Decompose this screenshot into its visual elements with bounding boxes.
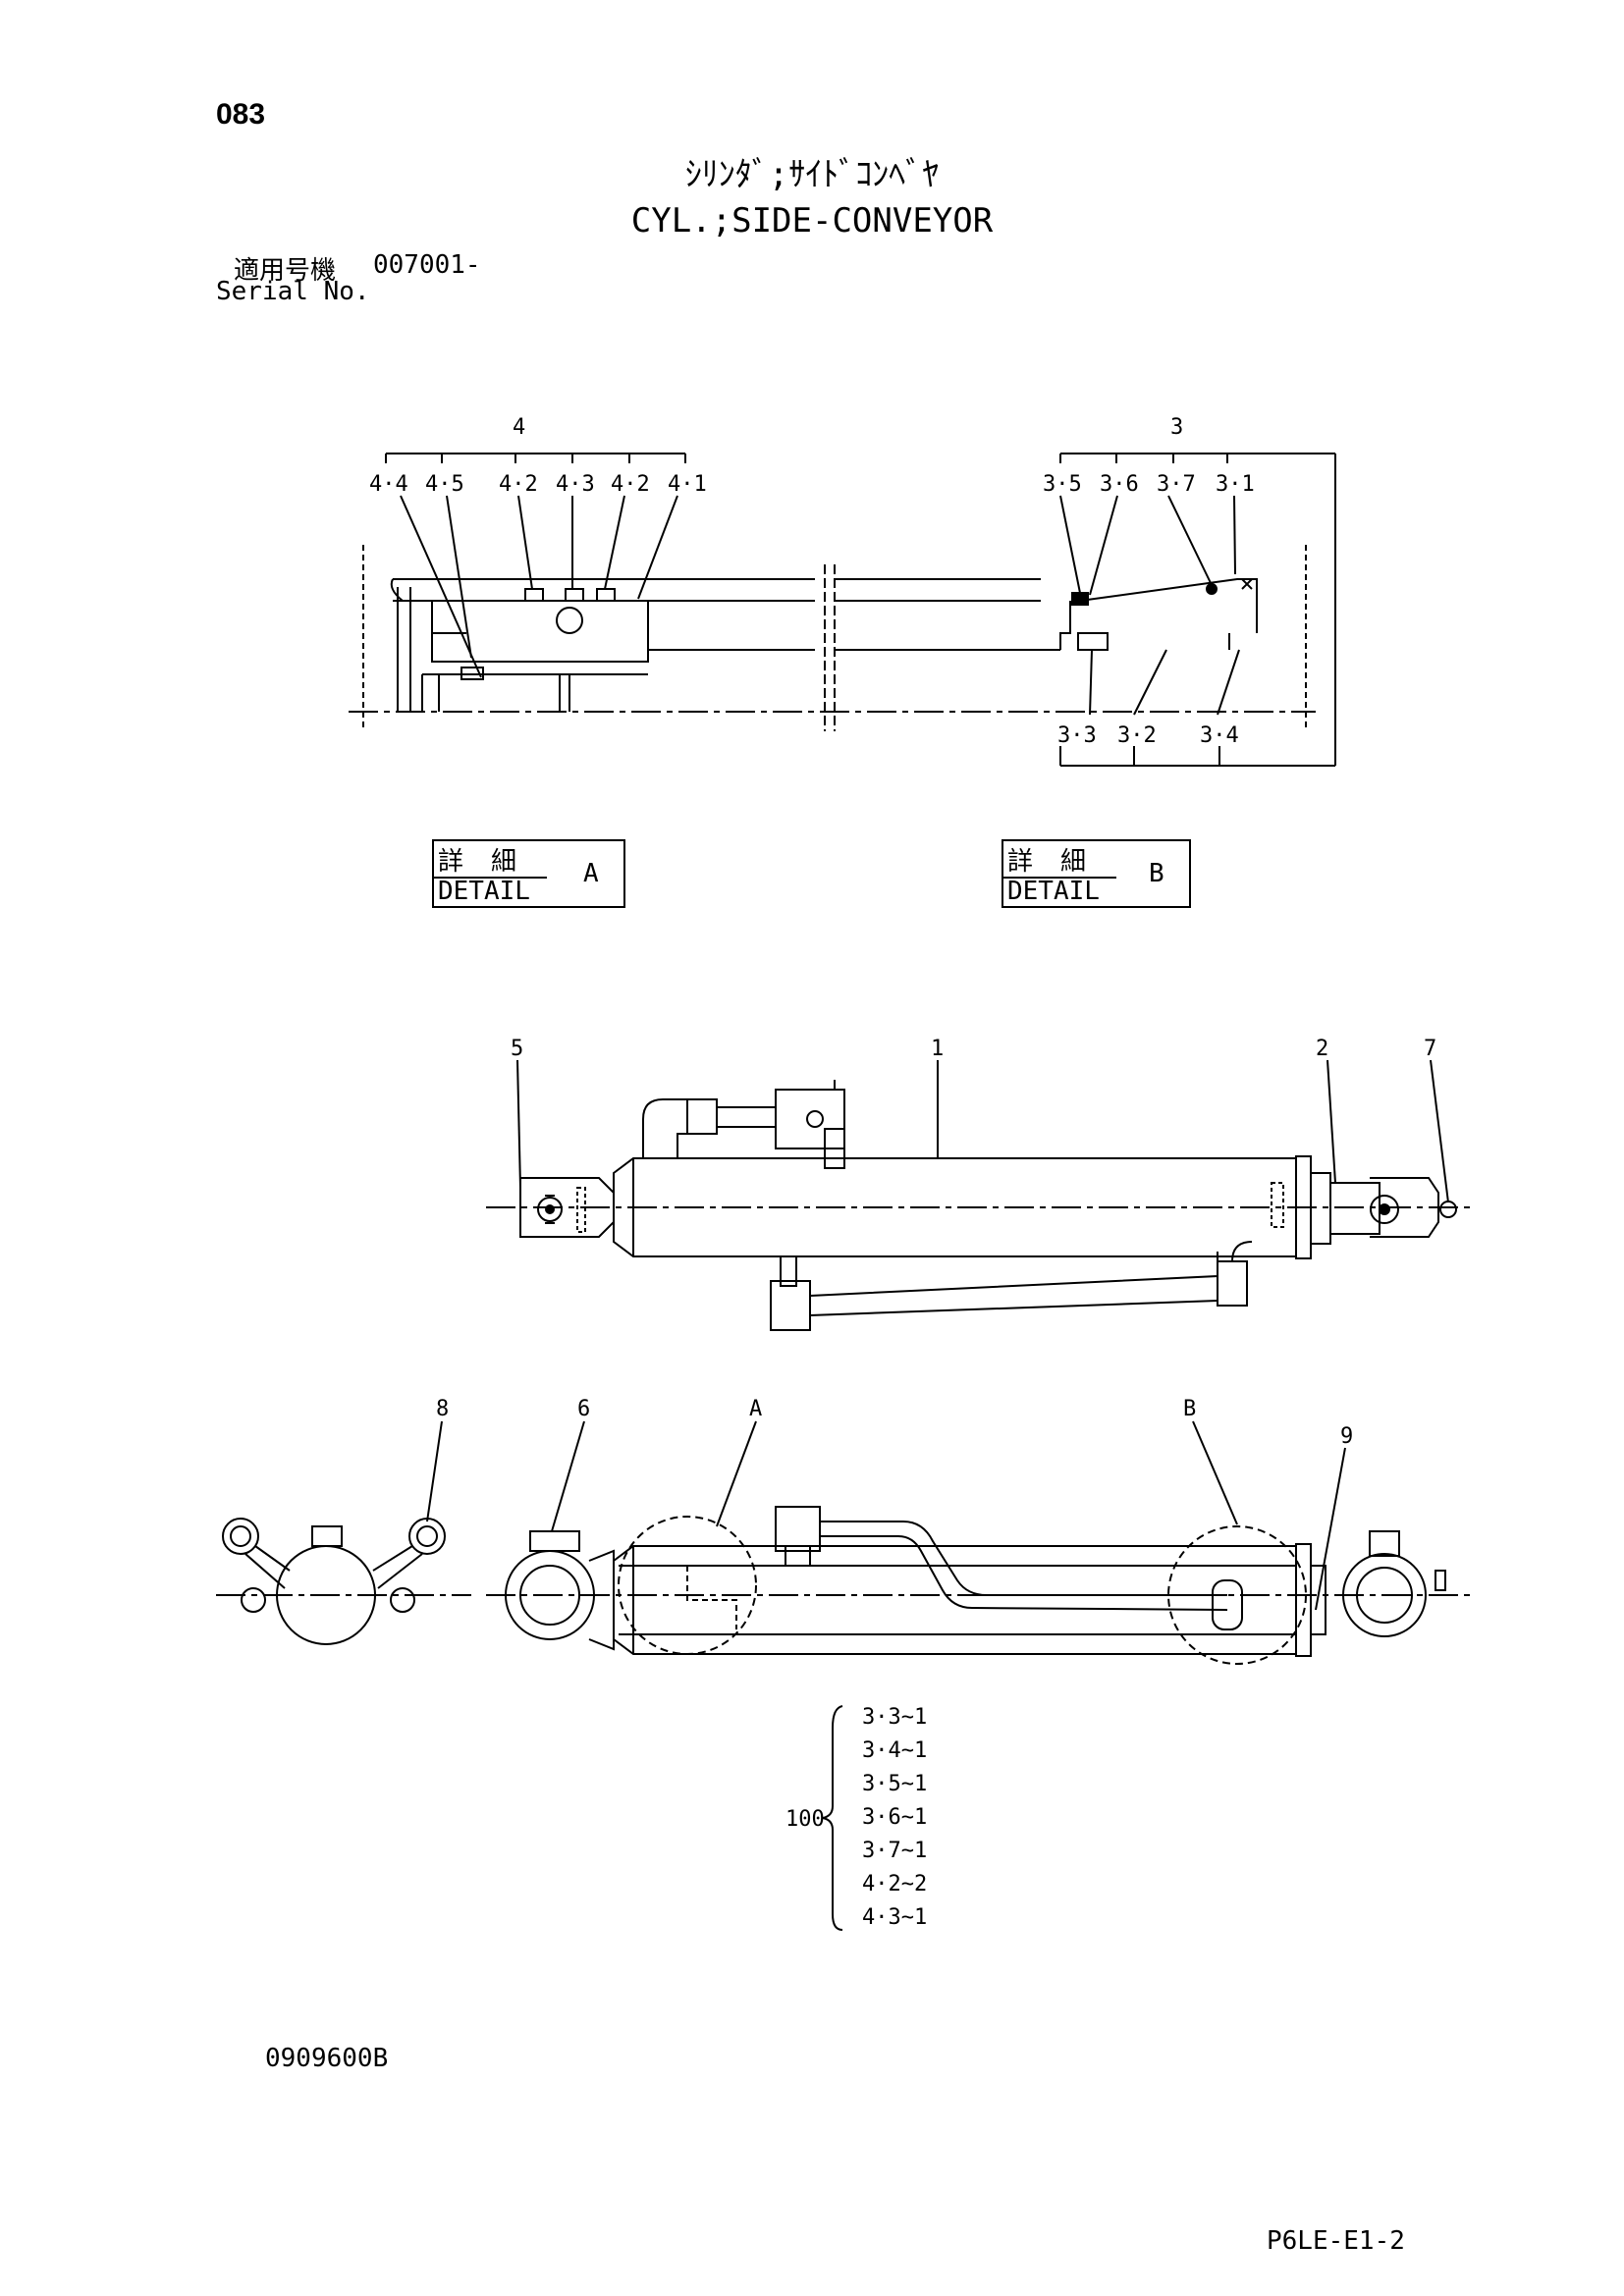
detail-a-drawing	[349, 453, 1316, 731]
cylinder-end-view	[216, 1518, 471, 1645]
part-label-4-4: 4·4	[369, 472, 408, 497]
callout-7: 7	[1424, 1037, 1436, 1061]
detail-b-divider	[1003, 877, 1116, 879]
group-3-label: 3	[1170, 415, 1183, 440]
kit-item-3-5: 3·5~1	[862, 1772, 927, 1796]
part-label-4-2-a: 4·2	[499, 472, 538, 497]
kit-item-3-3: 3·3~1	[862, 1705, 927, 1730]
callout-8: 8	[436, 1397, 449, 1421]
part-label-4-3: 4·3	[556, 472, 595, 497]
callout-9: 9	[1340, 1424, 1353, 1449]
detail-a-box: 詳細 DETAIL A	[432, 839, 625, 908]
page-code: P6LE-E1-2	[1267, 2226, 1405, 2256]
detail-b-box: 詳細 DETAIL B	[1001, 839, 1191, 908]
serial-value: 007001-	[373, 250, 481, 280]
drawing-number: 0909600B	[265, 2044, 389, 2073]
callout-2: 2	[1316, 1037, 1328, 1061]
part-label-3-2: 3·2	[1117, 723, 1157, 748]
part-label-3-4: 3·4	[1200, 723, 1239, 748]
kit-item-3-6: 3·6~1	[862, 1805, 927, 1830]
detail-a-divider	[434, 877, 547, 879]
detail-a-en: DETAIL	[438, 877, 530, 906]
kit-item-3-7: 3·7~1	[862, 1839, 927, 1863]
page-number: 083	[216, 98, 266, 131]
part-label-3-3: 3·3	[1057, 723, 1097, 748]
callout-1: 1	[931, 1037, 944, 1061]
kit-item-4-2: 4·2~2	[862, 1872, 927, 1896]
title-japanese: ｼﾘﾝﾀﾞ;ｻｲﾄﾞｺﾝﾍﾞﾔ	[684, 155, 940, 194]
group-4-label: 4	[513, 415, 525, 440]
callout-5: 5	[511, 1037, 523, 1061]
kit-item-3-4: 3·4~1	[862, 1738, 927, 1763]
detail-b-ja: 詳細	[1007, 847, 1114, 877]
detail-b-key: B	[1149, 859, 1164, 888]
callout-a: A	[749, 1397, 762, 1421]
part-label-3-6: 3·6	[1100, 472, 1139, 497]
part-label-4-5: 4·5	[425, 472, 464, 497]
part-label-4-2-b: 4·2	[611, 472, 650, 497]
cylinder-top-view	[486, 1080, 1473, 1331]
serial-label-ja: 適用号機	[234, 256, 337, 286]
serial-label-en: Serial No.	[216, 277, 370, 306]
part-label-4-1: 4·1	[668, 472, 707, 497]
cylinder-front-view	[486, 1506, 1473, 1665]
kit-label: 100	[785, 1807, 825, 1832]
kit-item-4-3: 4·3~1	[862, 1905, 927, 1930]
detail-b-drawing	[1059, 453, 1336, 767]
detail-a-ja: 詳細	[438, 847, 545, 877]
part-label-3-5: 3·5	[1043, 472, 1082, 497]
title-english: CYL.;SIDE-CONVEYOR	[630, 201, 994, 240]
detail-b-en: DETAIL	[1007, 877, 1100, 906]
callout-6: 6	[577, 1397, 590, 1421]
callout-leaders	[426, 1059, 1449, 1931]
callout-b: B	[1183, 1397, 1196, 1421]
part-label-3-7: 3·7	[1157, 472, 1196, 497]
part-label-3-1: 3·1	[1216, 472, 1255, 497]
detail-a-key: A	[583, 859, 599, 888]
